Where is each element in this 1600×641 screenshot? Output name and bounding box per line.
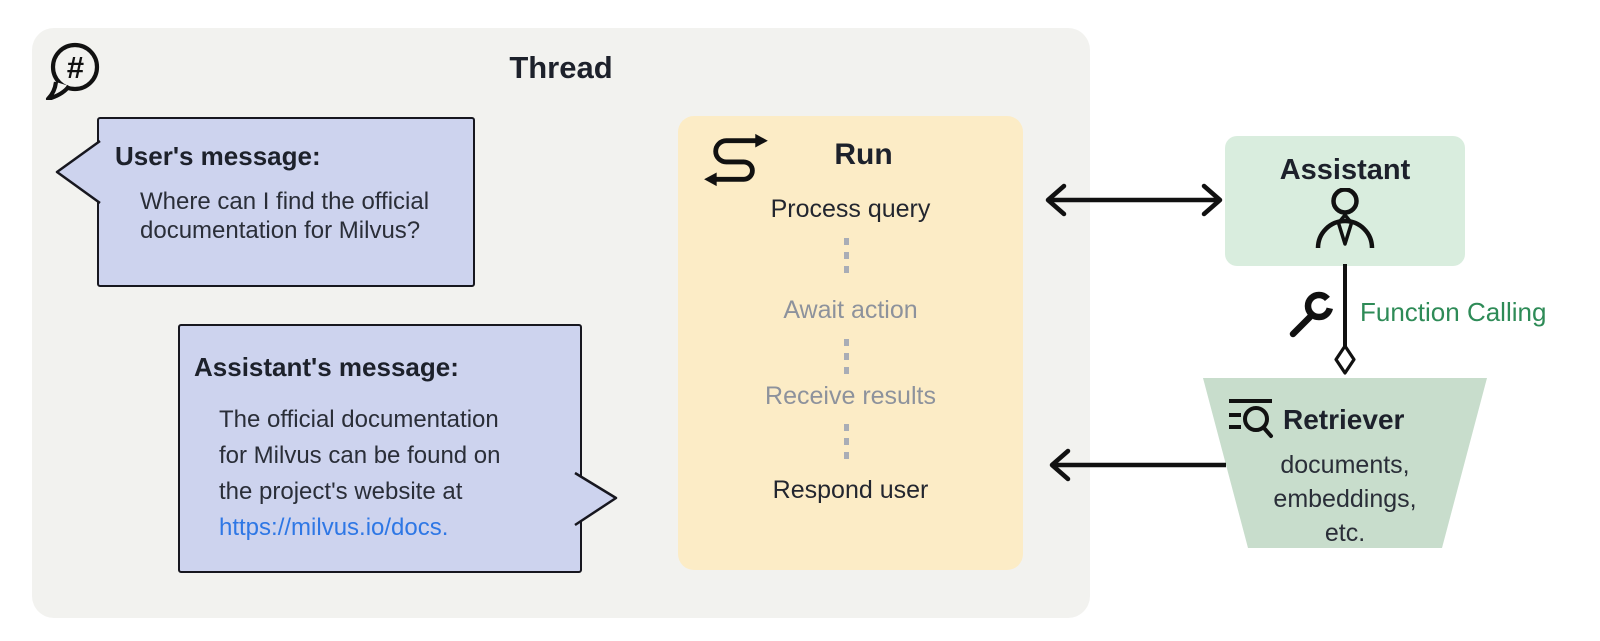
hash-speech-bubble-icon: # xyxy=(45,42,100,100)
docs-link[interactable]: https://milvus.io/docs. xyxy=(219,514,449,541)
function-calling-connector-line xyxy=(1343,264,1347,348)
thread-title: Thread xyxy=(509,50,613,85)
step-connector-dash xyxy=(844,424,849,464)
run-step-process-query: Process query xyxy=(770,195,931,223)
run-step-receive-results: Receive results xyxy=(765,382,936,410)
step-connector-dash xyxy=(844,339,849,375)
assistant-message-line: for Milvus can be found on xyxy=(219,442,501,469)
person-icon xyxy=(1315,188,1375,249)
retriever-line: embeddings, xyxy=(1273,485,1417,513)
run-box: Run Process query Await action Receive r… xyxy=(678,116,1023,570)
run-step-respond-user: Respond user xyxy=(772,476,929,504)
assistant-message-title: Assistant's message: xyxy=(194,352,459,382)
retriever-run-arrow xyxy=(1049,448,1226,482)
bubble-tail-right xyxy=(574,471,618,527)
user-message-line: Where can I find the official xyxy=(140,188,430,215)
user-message-line: documentation for Milvus? xyxy=(140,217,421,244)
assistant-message-line: the project's website at xyxy=(219,478,463,505)
hash-glyph: # xyxy=(66,50,84,85)
diamond-arrowhead-icon xyxy=(1334,344,1356,375)
retriever-line: etc. xyxy=(1324,519,1366,547)
retriever-line: documents, xyxy=(1280,451,1410,479)
retriever-content: Retriever documents, embeddings, etc. xyxy=(1203,378,1487,548)
assistant-message-bubble: Assistant's message: The official docume… xyxy=(178,324,582,573)
thread-container: # Thread User's message: Where can I fin… xyxy=(32,28,1090,618)
retriever-trapezoid xyxy=(1203,378,1487,548)
retriever-title: Retriever xyxy=(1283,404,1405,435)
s-curve-arrow-icon xyxy=(704,133,768,187)
user-message-text: Where can I find the official documentat… xyxy=(140,187,429,245)
run-step-await-action: Await action xyxy=(783,296,918,324)
retriever-description: documents, embeddings, etc. xyxy=(1203,448,1487,550)
user-message-bubble: User's message: Where can I find the off… xyxy=(97,117,475,287)
function-calling-label: Function Calling xyxy=(1360,297,1547,327)
assistant-box: Assistant xyxy=(1225,136,1465,266)
assistant-message-text: The official documentation for Milvus ca… xyxy=(219,402,501,546)
step-connector-dash xyxy=(844,238,849,278)
run-title: Run xyxy=(834,138,893,171)
bubble-tail-left xyxy=(55,139,101,205)
user-message-title: User's message: xyxy=(115,141,321,171)
search-list-icon xyxy=(1229,399,1273,438)
assistant-message-line: The official documentation xyxy=(219,406,499,433)
assistant-title: Assistant xyxy=(1279,154,1411,186)
wrench-icon xyxy=(1289,290,1338,338)
run-assistant-bidirectional-arrow xyxy=(1045,183,1223,217)
